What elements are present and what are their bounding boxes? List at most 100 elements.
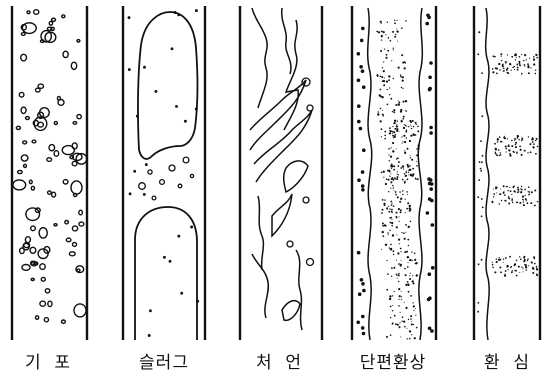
droplet [492, 68, 494, 70]
film-droplet [481, 198, 483, 200]
droplet [394, 315, 396, 317]
droplet [390, 334, 392, 336]
droplet [525, 66, 526, 67]
bubble [74, 193, 77, 196]
droplet [390, 188, 391, 189]
droplet [527, 260, 528, 261]
droplet [410, 221, 412, 223]
droplet [402, 80, 404, 82]
droplet [401, 232, 402, 233]
droplet [390, 40, 392, 42]
droplet [495, 152, 496, 153]
droplet [408, 319, 409, 320]
droplet [405, 100, 407, 102]
droplet [509, 256, 511, 258]
film-droplet [480, 170, 482, 172]
droplet [380, 120, 382, 122]
speck [155, 91, 157, 93]
droplet [402, 179, 404, 181]
film-droplet [478, 263, 480, 265]
droplet [402, 190, 403, 191]
bubble [21, 54, 27, 61]
film-droplet [361, 69, 365, 73]
droplet [408, 262, 409, 263]
speck [150, 310, 152, 312]
droplet [404, 152, 406, 154]
droplet [400, 198, 402, 200]
droplet [386, 336, 388, 338]
film-droplet [428, 182, 432, 186]
film-droplet [361, 27, 365, 31]
droplet [392, 131, 393, 132]
bubble [190, 174, 193, 177]
droplet [416, 154, 418, 156]
droplet [404, 61, 406, 63]
droplet [398, 208, 400, 210]
bubble [41, 277, 45, 281]
film-droplet [429, 126, 433, 130]
droplet [416, 149, 417, 150]
bubble [69, 252, 75, 256]
droplet [382, 225, 384, 227]
droplet [389, 176, 390, 177]
droplet [525, 198, 527, 200]
droplet [533, 59, 535, 61]
droplet [400, 209, 402, 211]
droplet [398, 264, 399, 265]
droplet [493, 196, 494, 197]
droplet [399, 243, 400, 244]
droplet [409, 165, 411, 167]
droplet [389, 295, 391, 297]
droplet [536, 138, 538, 140]
speck [191, 226, 193, 228]
droplet [398, 67, 400, 69]
bubble [31, 226, 36, 231]
bubble [21, 33, 25, 36]
bubble [31, 278, 34, 280]
droplet [500, 271, 502, 273]
droplet [537, 146, 539, 148]
droplet [401, 260, 402, 261]
droplet [404, 302, 405, 303]
bubble [79, 222, 84, 226]
droplet [397, 121, 398, 122]
bubble [44, 318, 48, 322]
droplet [513, 151, 515, 153]
droplet [413, 310, 414, 311]
droplet [384, 138, 386, 140]
droplet [397, 196, 399, 198]
droplet [501, 56, 502, 57]
droplet [407, 239, 409, 241]
droplet [416, 124, 417, 125]
droplet [393, 267, 395, 269]
bubble [52, 192, 56, 197]
droplet [404, 67, 406, 69]
droplet [414, 259, 416, 261]
bubble [18, 170, 23, 173]
droplet [405, 212, 406, 213]
bubble [77, 115, 81, 119]
droplet [391, 209, 393, 211]
bubble [73, 242, 77, 246]
droplet [512, 202, 513, 203]
film-droplet [477, 53, 479, 55]
droplet [394, 128, 395, 129]
droplet [500, 53, 502, 55]
droplet [412, 168, 414, 170]
droplet [492, 267, 494, 269]
panel-annular [474, 6, 540, 340]
bubble [79, 210, 83, 215]
droplet [495, 148, 497, 150]
droplet [406, 129, 407, 130]
speck [164, 257, 166, 259]
droplet [532, 262, 533, 263]
bubble [13, 180, 26, 190]
droplet [412, 175, 414, 177]
droplet [527, 258, 529, 260]
droplet [495, 187, 497, 189]
droplet [494, 56, 496, 58]
bubble [51, 27, 54, 30]
droplet [396, 28, 397, 29]
speck [128, 17, 130, 19]
droplet [405, 284, 407, 286]
